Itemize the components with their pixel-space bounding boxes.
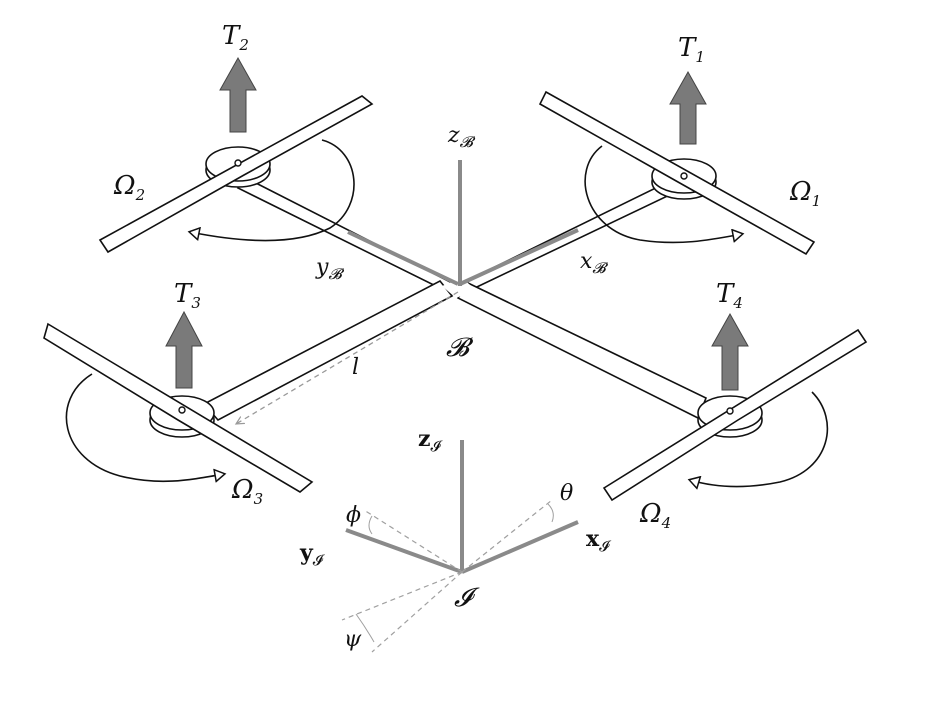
- label-xI: x𝓘: [586, 526, 612, 555]
- arm-rotor-3: [202, 279, 454, 422]
- label-xB: x𝓑: [580, 249, 608, 277]
- label-zB: z𝓑: [447, 123, 476, 151]
- body-axes: [236, 160, 579, 424]
- propeller-1: [538, 90, 816, 256]
- label-l: l: [352, 355, 359, 380]
- yB-axis: [347, 230, 459, 286]
- thrust-arrow-2: [219, 56, 257, 133]
- phi-arc: [368, 515, 373, 535]
- yI-axis: [345, 528, 463, 574]
- hub-dot-4: [726, 407, 734, 415]
- label-T2: T2: [222, 21, 249, 54]
- hub-dot-1: [680, 172, 688, 180]
- label-Omega1: Ω1: [789, 177, 821, 210]
- arm-rotor-4: [456, 281, 708, 420]
- rotation-arrow-3: [65, 373, 224, 481]
- rotation-arrow-2: [190, 139, 355, 242]
- hub-dot-2: [234, 159, 242, 167]
- label-T4: T4: [716, 279, 743, 312]
- label-phi: ϕ: [346, 503, 361, 528]
- propeller-3: [43, 322, 314, 493]
- psi-arc: [355, 613, 375, 643]
- arm-length-line: [236, 291, 459, 424]
- rotation-arrow-1: [584, 145, 742, 244]
- thrust-arrow-3: [165, 310, 203, 389]
- thrust-arrow-1: [669, 70, 707, 145]
- label-Omega4: Ω4: [639, 499, 671, 532]
- label-zI: z𝓘: [418, 426, 444, 455]
- rotor-1: [538, 90, 816, 256]
- label-Omega2: Ω2: [113, 171, 145, 204]
- label-theta: θ: [560, 481, 573, 506]
- label-B: 𝓑: [446, 333, 474, 363]
- rotor-4: [602, 328, 868, 502]
- label-yB: y𝓑: [315, 255, 344, 283]
- xI-axis: [461, 520, 579, 574]
- hub-dot-3: [178, 406, 186, 414]
- center-hub: [442, 278, 476, 298]
- thrust-arrow-4: [711, 312, 749, 391]
- label-T3: T3: [174, 279, 201, 312]
- arm-rotor-2: [236, 176, 462, 298]
- propeller-2: [98, 95, 374, 254]
- label-T1: T1: [678, 33, 705, 66]
- propeller-4: [602, 328, 868, 502]
- label-yI: y𝓘: [299, 540, 326, 569]
- thrust-arrows: [165, 56, 749, 391]
- rotor-2: [98, 95, 374, 254]
- phi-guide: [363, 509, 463, 573]
- psi-guide-2: [371, 571, 463, 653]
- xB-axis: [459, 228, 579, 286]
- rotation-arrow-4: [690, 391, 829, 486]
- labels: T2 T1 T3 T4 Ω2 Ω1 Ω3 Ω4 z𝓑 y𝓑 x𝓑 𝓑 l z𝓘 …: [113, 21, 821, 652]
- theta-guide: [461, 499, 553, 573]
- rotor-3: [43, 322, 314, 493]
- arm-rotor-1: [452, 178, 682, 298]
- label-I: 𝓘: [454, 583, 480, 613]
- psi-guide-1: [341, 571, 463, 621]
- label-Omega3: Ω3: [231, 475, 263, 508]
- quadrotor-frame: [202, 176, 708, 422]
- theta-arc: [547, 503, 554, 523]
- label-psi: ψ: [344, 627, 362, 652]
- inertial-frame: [341, 440, 579, 653]
